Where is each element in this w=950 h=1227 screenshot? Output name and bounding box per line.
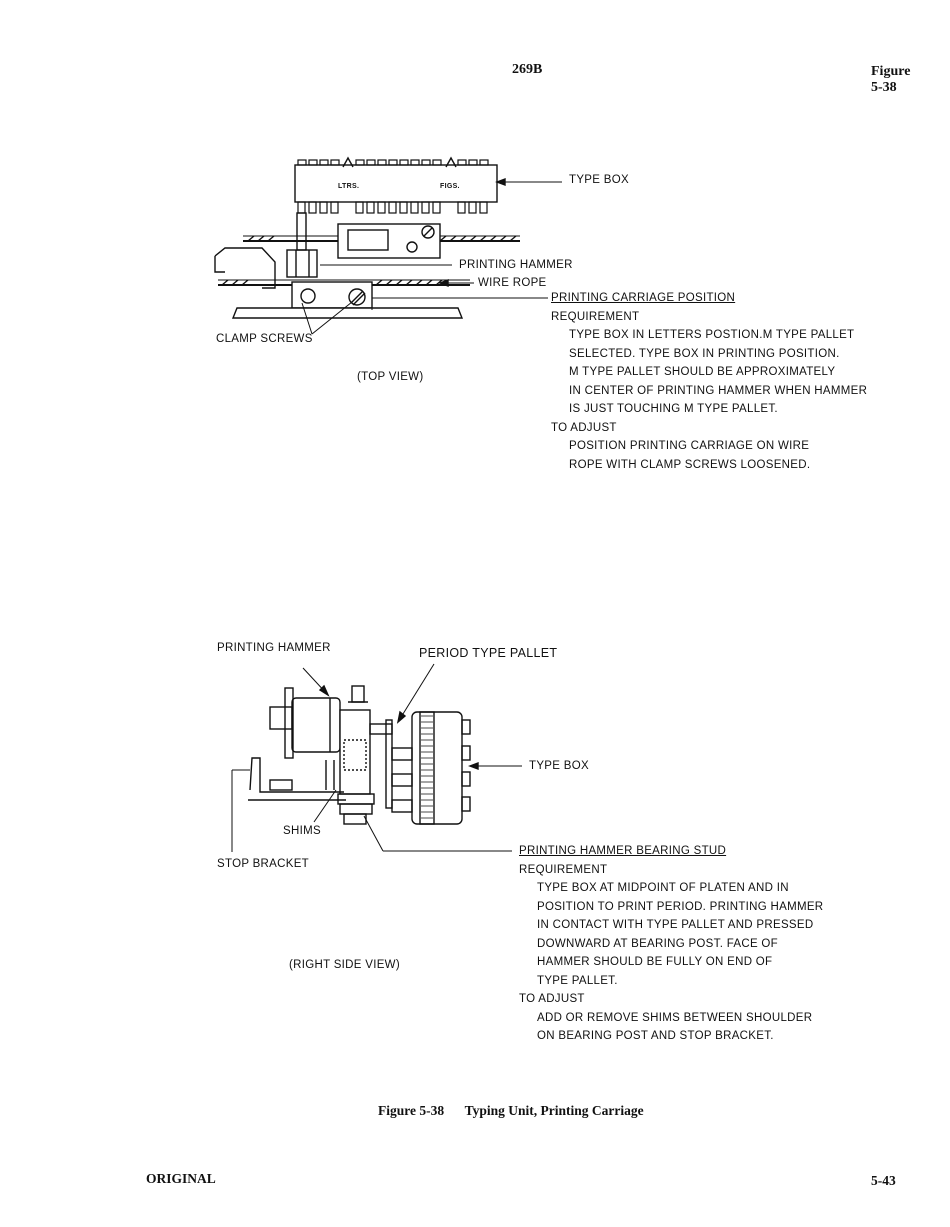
requirement-line: DOWNWARD AT BEARING POST. FACE OF [537,937,778,950]
page-number: 5-43 [871,1173,896,1188]
side-view-drawing [231,663,522,852]
requirement-line: TYPE BOX AT MIDPOINT OF PLATEN AND IN [537,882,789,894]
footer-original: ORIGINAL [146,1171,216,1186]
requirement-line: TYPE BOX IN LETTERS POSTION.M TYPE PALLE… [569,329,855,341]
label-stop-bracket: STOP BRACKET [217,858,310,870]
label-printing-hammer-top: PRINTING HAMMER [459,259,573,271]
figure-reference-word: Figure [871,64,911,79]
requirement-line: TYPE PALLET. [537,974,618,987]
printing-hammer-bearing-stud-section: PRINTING HAMMER BEARING STUD REQUIREMENT… [519,842,823,1046]
top-view-caption: (TOP VIEW) [357,371,424,383]
label-figs: FIGS. [440,183,460,190]
label-ltrs: LTRS. [338,183,360,190]
top-view-drawing [214,156,562,335]
requirement-line: IN CONTACT WITH TYPE PALLET AND PRESSED [537,919,814,931]
label-type-box-side: TYPE BOX [529,760,589,772]
label-clamp-screws: CLAMP SCREWS [216,333,313,345]
figure-caption-number: Figure 5-38 [378,1103,445,1118]
printing-carriage-position-section: PRINTING CARRIAGE POSITION REQUIREMENT T… [551,289,867,474]
requirement-line: IS JUST TOUCHING M TYPE PALLET. [569,403,778,415]
requirement-line: HAMMER SHOULD BE FULLY ON END OF [537,956,773,968]
side-view-caption: (RIGHT SIDE VIEW) [289,959,400,971]
label-shims: SHIMS [283,825,321,837]
requirement-label: REQUIREMENT [551,310,640,323]
figure-reference-number: 5-38 [871,80,897,95]
label-printing-hammer-side: PRINTING HAMMER [217,642,331,654]
label-type-box-top: TYPE BOX [569,174,629,186]
adjust-line: ADD OR REMOVE SHIMS BETWEEN SHOULDER [537,1011,813,1024]
adjust-label: TO ADJUST [551,421,617,434]
requirement-line: SELECTED. TYPE BOX IN PRINTING POSITION. [569,347,840,360]
requirement-label: REQUIREMENT [519,863,608,876]
figure-reference: Figure 5-38 [871,64,910,96]
figure-caption-title: Typing Unit, Printing Carriage [464,1103,644,1118]
adjust-line: ROPE WITH CLAMP SCREWS LOOSENED. [569,458,811,471]
requirement-line: IN CENTER OF PRINTING HAMMER WHEN HAMMER [569,384,868,397]
requirement-line: M TYPE PALLET SHOULD BE APPROXIMATELY [569,366,836,378]
section-heading: PRINTING HAMMER BEARING STUD [519,845,727,857]
figure-caption: Figure 5-38 Typing Unit, Printing Carria… [378,1103,644,1119]
adjust-line: POSITION PRINTING CARRIAGE ON WIRE [569,440,810,452]
section-heading: PRINTING CARRIAGE POSITION [551,292,736,304]
document-code: 269B [512,62,543,77]
adjust-line: ON BEARING POST AND STOP BRACKET. [537,1030,774,1042]
requirement-line: POSITION TO PRINT PERIOD. PRINTING HAMME… [537,900,824,913]
adjust-label: TO ADJUST [519,993,585,1005]
label-period-type-pallet: PERIOD TYPE PALLET [419,646,558,660]
label-wire-rope: WIRE ROPE [478,277,547,289]
